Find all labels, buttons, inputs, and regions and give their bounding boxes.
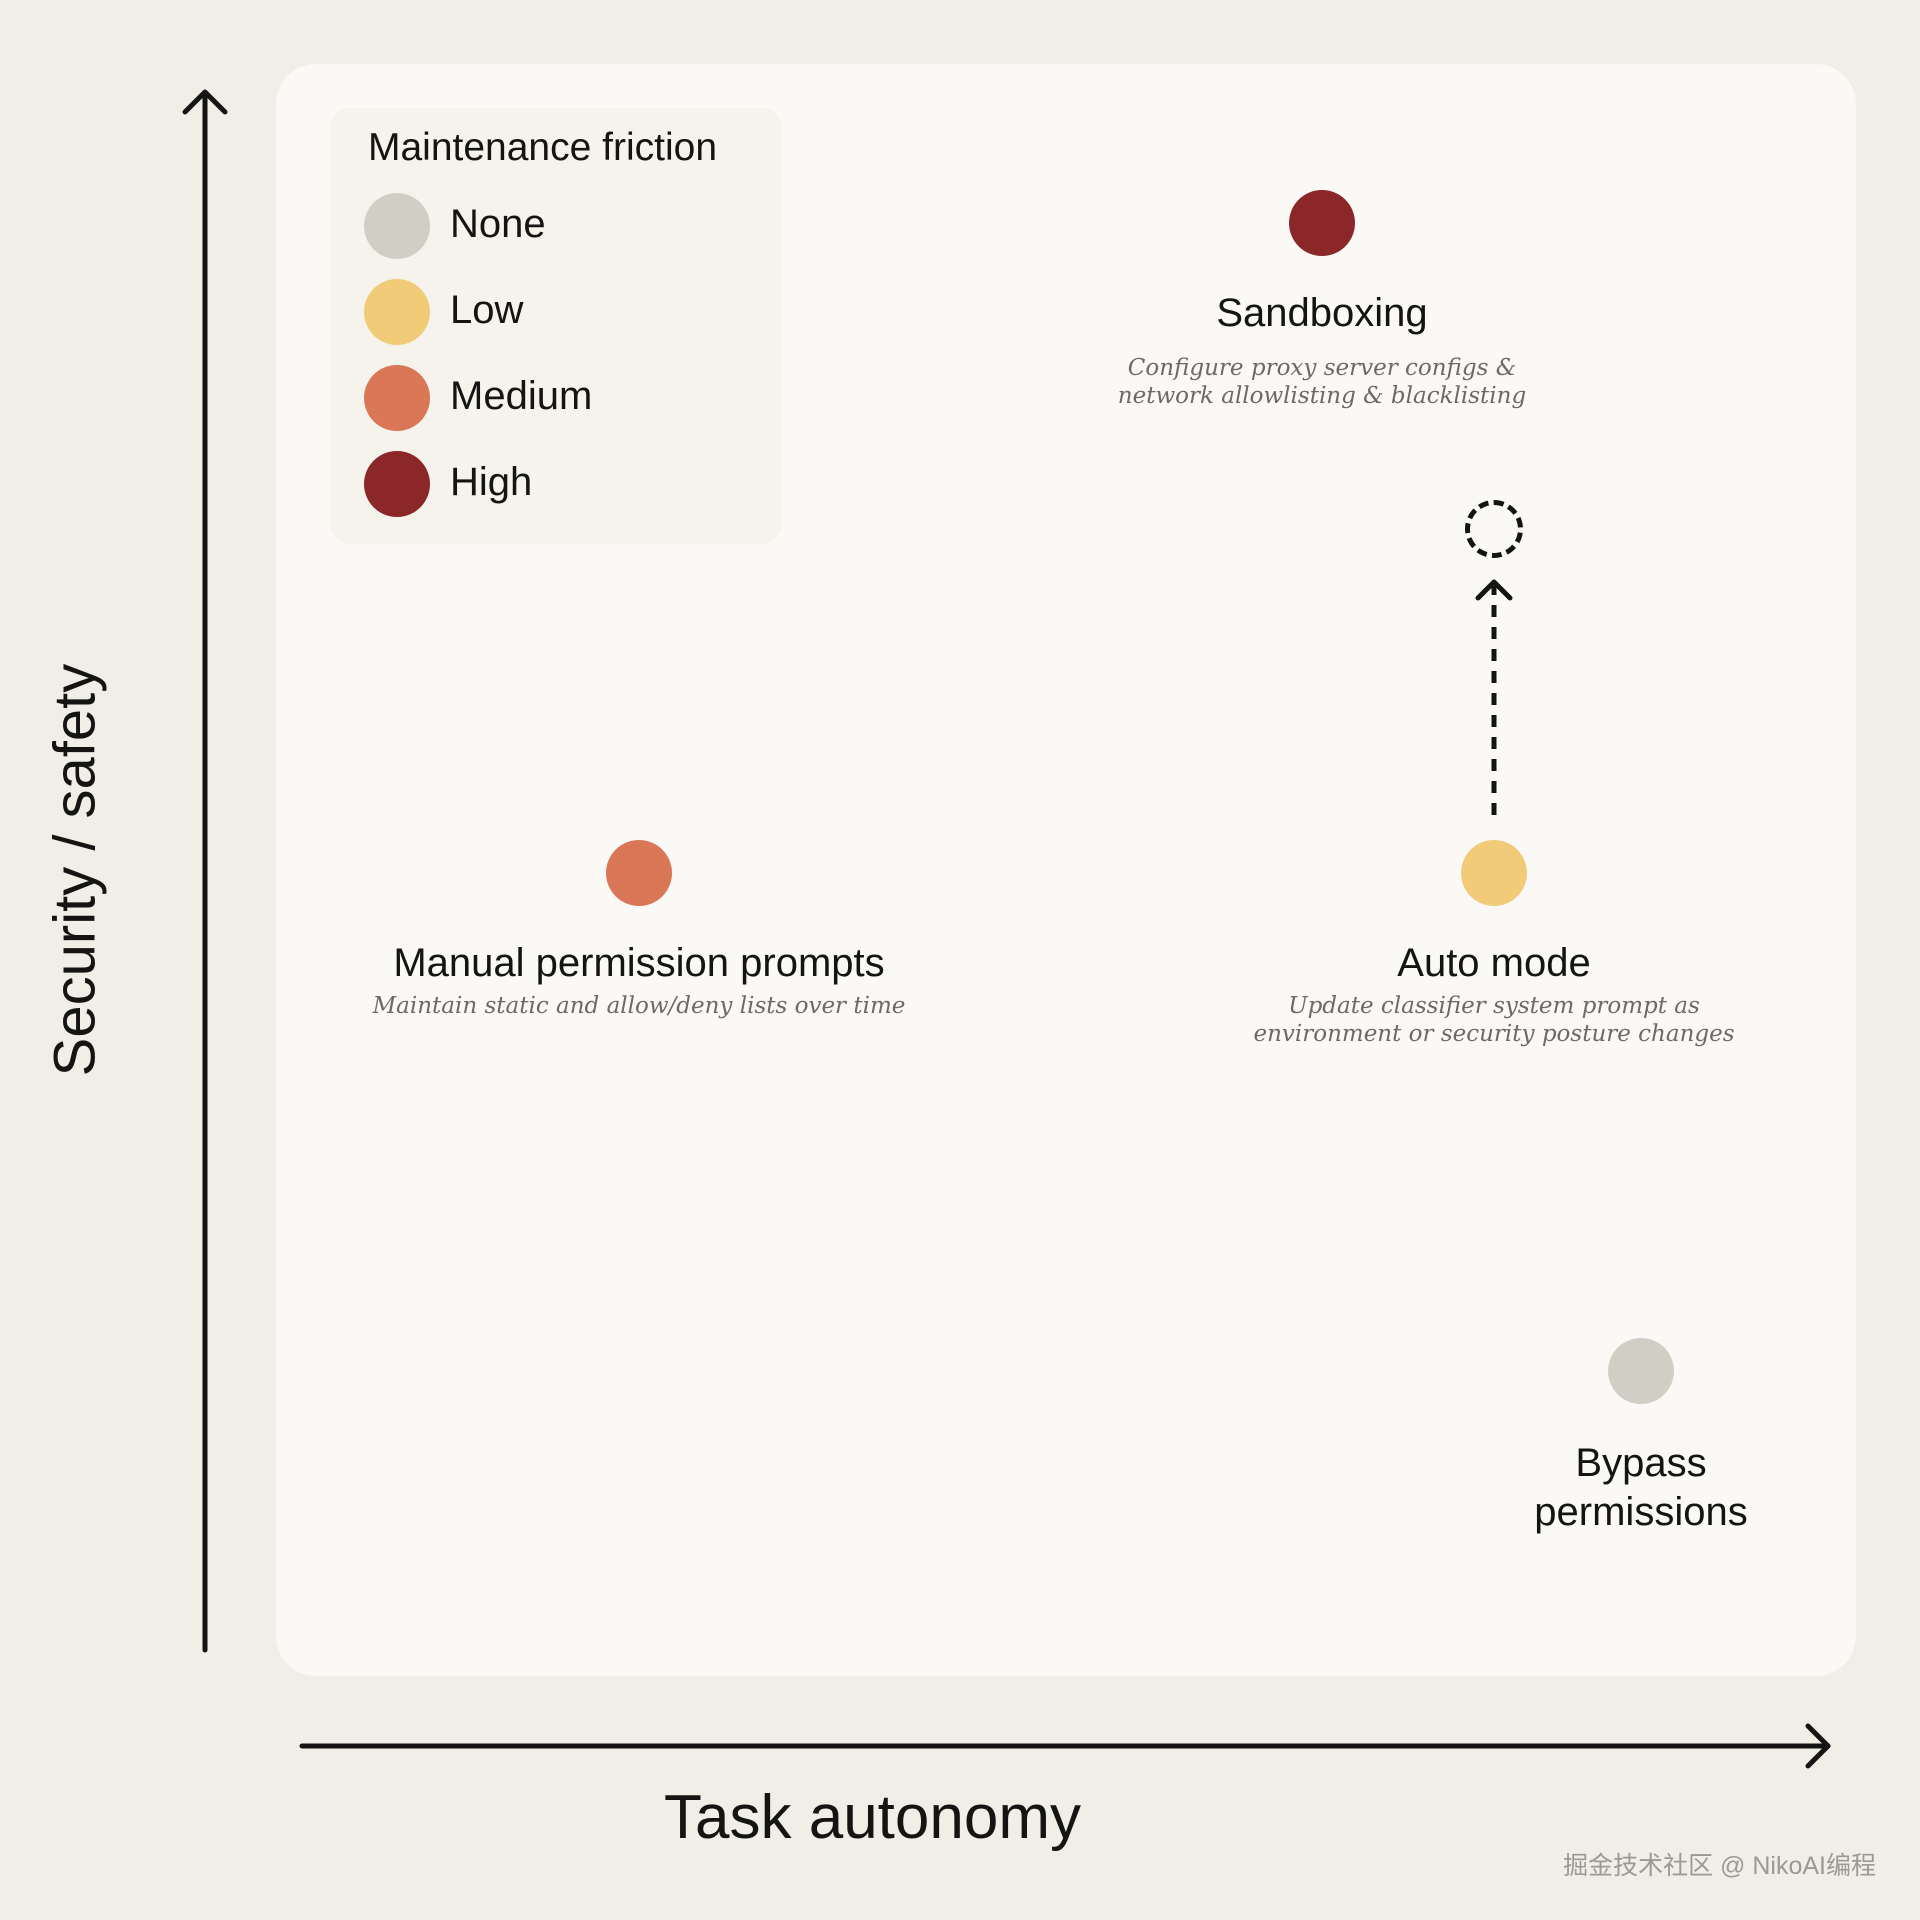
y-axis-arrowhead — [182, 89, 228, 115]
legend: Maintenance friction None Low Medium Hig… — [330, 108, 782, 544]
legend-label-medium: Medium — [450, 374, 593, 418]
bypass-permissions-title-line-2: permissions — [1534, 1490, 1748, 1534]
legend-item-none: None — [364, 193, 764, 259]
auto-mode-desc-line-1: Update classifier system prompt as — [1288, 993, 1700, 1019]
auto-mode-target-ring — [1465, 500, 1523, 558]
legend-swatch-medium — [364, 365, 430, 431]
bypass-permissions-title-line-1: Bypass — [1575, 1441, 1707, 1485]
x-axis-arrowhead — [1805, 1723, 1831, 1769]
sandboxing-desc-line-2: network allowlisting & blacklisting — [1117, 383, 1527, 409]
manual-prompts-title: Manual permission prompts — [393, 941, 885, 985]
bypass-permissions-dot — [1608, 1338, 1674, 1404]
sandboxing-dot — [1289, 190, 1355, 256]
legend-item-medium: Medium — [364, 365, 764, 431]
progress-arrowhead — [1475, 579, 1513, 601]
legend-swatch-low — [364, 279, 430, 345]
legend-item-low: Low — [364, 279, 764, 345]
watermark: 掘金技术社区 @ NikoAI编程 — [1563, 1852, 1876, 1880]
manual-prompts-desc: Maintain static and allow/deny lists ove… — [372, 993, 906, 1019]
legend-label-high: High — [450, 460, 533, 504]
sandboxing-desc-line-1: Configure proxy server configs & — [1127, 355, 1517, 381]
auto-mode-dot — [1461, 840, 1527, 906]
auto-mode-title: Auto mode — [1397, 941, 1591, 985]
sandboxing-title: Sandboxing — [1216, 291, 1428, 335]
legend-label-low: Low — [450, 288, 524, 332]
x-axis-label: Task autonomy — [664, 1783, 1081, 1852]
auto-mode-desc-line-2: environment or security posture changes — [1253, 1021, 1735, 1047]
legend-title: Maintenance friction — [368, 126, 718, 169]
manual-prompts-dot — [606, 840, 672, 906]
legend-swatch-high — [364, 451, 430, 517]
legend-item-high: High — [364, 451, 764, 517]
legend-swatch-none — [364, 193, 430, 259]
y-axis-label: Security / safety — [42, 663, 108, 1077]
legend-label-none: None — [450, 202, 546, 246]
